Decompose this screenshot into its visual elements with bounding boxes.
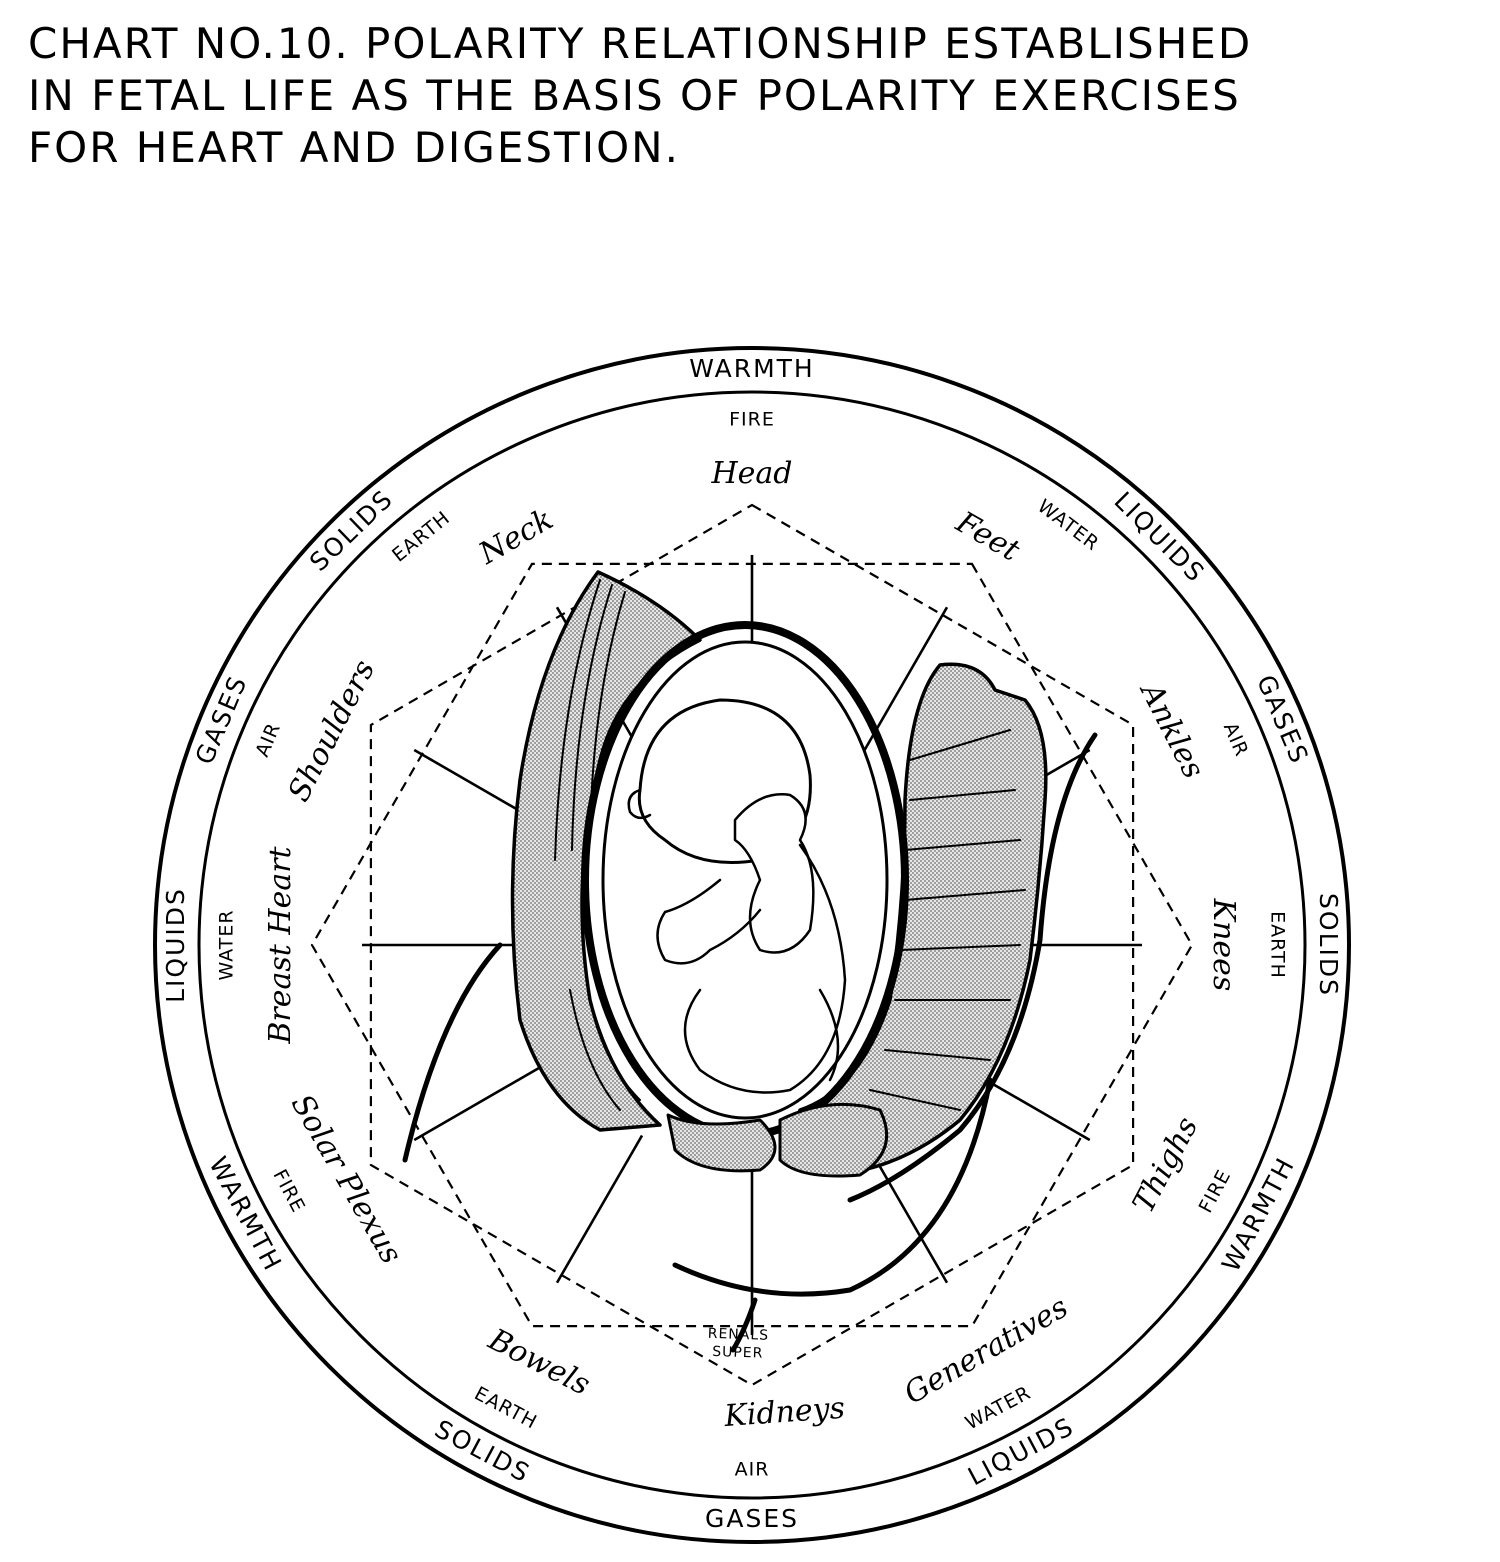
body-part-label: Thighs <box>1126 1111 1205 1218</box>
right-outer-curve <box>847 732 1098 1203</box>
inner-ring-label: EARTH <box>388 507 454 567</box>
super-label: SUPER <box>712 1344 764 1362</box>
star-hexagon-2 <box>310 562 1194 1328</box>
bottom-lobe-left <box>666 1113 777 1173</box>
outer-ring-label: LIQUIDS <box>161 887 190 1003</box>
left-strands <box>554 579 641 1111</box>
inner-ring-label: AIR <box>735 1459 770 1481</box>
title-line-3: FOR HEART AND DIGESTION. <box>28 123 680 172</box>
body-part-label: Breast Heart <box>263 845 298 1044</box>
star-hexagon-1 <box>369 503 1135 1387</box>
fetus-illustration <box>402 570 1098 1353</box>
body-part-label: Head <box>710 456 792 491</box>
fetus-arm <box>656 878 762 965</box>
super-renals-label: SUPER RENALS <box>707 1326 769 1362</box>
inner-ring-label: WATER <box>216 909 238 980</box>
inner-ring-label: FIRE <box>729 409 775 431</box>
body-part-label: Feet <box>949 504 1026 569</box>
inner-ring-label: WATER <box>1033 495 1103 555</box>
body-part-label: Knees <box>1206 898 1241 992</box>
dashed-star <box>310 503 1194 1387</box>
radial-line <box>413 1053 563 1142</box>
outer-ring-label: WARMTH <box>689 354 814 383</box>
umbilical-curve-tail <box>730 1297 758 1353</box>
inner-ring-circle <box>197 390 1307 1500</box>
inner-ring-label: FIRE <box>1195 1166 1236 1217</box>
inner-ring-label: AIR <box>1219 719 1253 760</box>
inner-ring-label: AIR <box>251 719 285 760</box>
inner-ring-label: FIRE <box>268 1166 309 1217</box>
fetus-hand <box>733 793 815 954</box>
umbilical-curve-left <box>402 942 503 1163</box>
inner-ring-label: EARTH <box>1267 911 1289 979</box>
right-limb-ribs <box>869 729 1026 1111</box>
body-part-label: Kidneys <box>722 1391 846 1434</box>
fetus-torso <box>683 843 847 1094</box>
body-part-label: Ankles <box>1132 675 1211 784</box>
outer-ring-circle <box>153 346 1351 1544</box>
title-line-1: CHART NO.10. POLARITY RELATIONSHIP ESTAB… <box>28 19 1253 68</box>
body-part-label: Shoulders <box>281 655 382 808</box>
radial-line <box>555 1134 644 1284</box>
body-part-label: Generatives <box>898 1290 1074 1412</box>
chart-title: CHART NO.10. POLARITY RELATIONSHIP ESTAB… <box>28 18 1488 174</box>
body-part-label: Bowels <box>482 1322 595 1403</box>
body-part-label: Neck <box>472 502 559 572</box>
bottom-lobe-right <box>778 1102 889 1178</box>
fetus-ear <box>627 788 652 820</box>
outer-ring-label: GASES <box>705 1504 799 1533</box>
umbilical-curve-bottom <box>672 1077 993 1297</box>
title-line-2: IN FETAL LIFE AS THE BASIS OF POLARITY E… <box>28 71 1241 120</box>
body-part-label: Solar Plexus <box>284 1089 409 1270</box>
outer-ring-label: SOLIDS <box>1314 893 1343 997</box>
renals-label: RENALS <box>707 1326 769 1344</box>
